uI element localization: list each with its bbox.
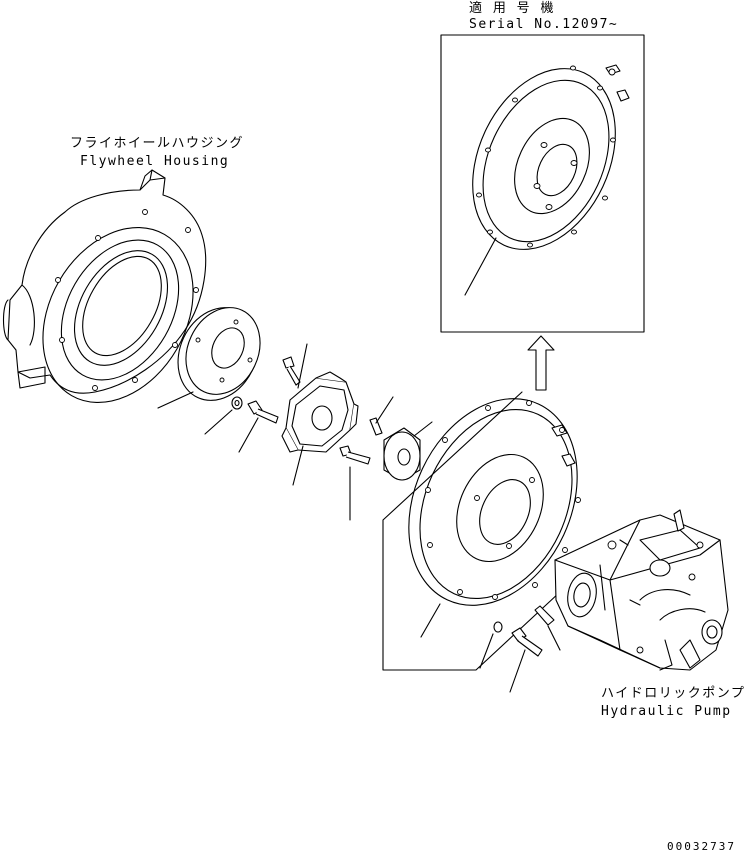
pump-bolt [509,627,543,693]
washer [204,396,243,435]
up-arrow-icon [527,335,555,391]
bolt-upper [282,343,308,389]
inset-leader-line [464,237,497,296]
small-pin [369,396,394,436]
dowel-pin [534,605,561,651]
group-bracket [382,391,561,671]
flexible-coupling [281,371,359,486]
serial-variant-inset [440,34,645,333]
drawing-number: 00032737 [667,840,736,853]
hydraulic-pump-en-label: Hydraulic Pump [601,704,732,719]
hub [383,421,433,481]
hydraulic-pump-jp-label: ハイドロリックポンプ [601,686,745,701]
pump-adapter-plate [408,398,581,638]
inset-adapter-plate [472,64,630,250]
flywheel-housing [2,169,207,403]
serial-note-en-label: Serial No.12097~ [469,17,619,32]
flywheel-housing-en-label: Flywheel Housing [80,154,230,169]
coupling-bolts [339,445,371,521]
spacer-plate [157,307,261,409]
pump-washer [479,621,503,669]
serial-note-jp-label: 適 用 号 機 [469,1,555,16]
flywheel-housing-jp-label: フライホイールハウジング [70,136,245,151]
hydraulic-pump [554,509,729,671]
bolt-left [238,400,279,453]
